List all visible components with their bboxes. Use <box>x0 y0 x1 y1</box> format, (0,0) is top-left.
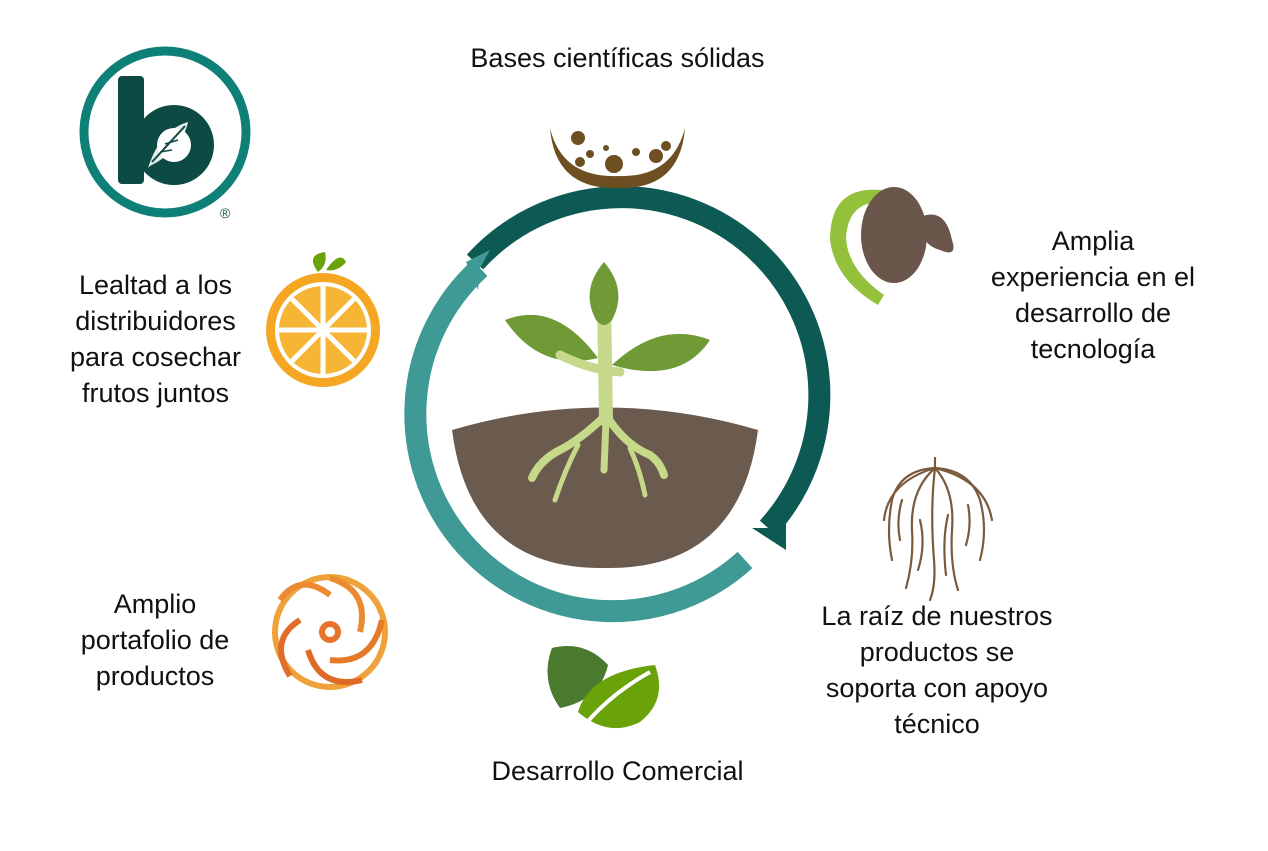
orange-slice-icon <box>266 252 380 387</box>
label-lealtad-distribuidores: Lealtad a los distribuidores para cosech… <box>69 270 242 408</box>
label-desarrollo-comercial: Desarrollo Comercial <box>491 756 744 786</box>
registered-mark: ® <box>220 205 231 221</box>
aperture-flower-icon <box>272 574 388 690</box>
label-portafolio-productos: Amplio portafolio de productos <box>80 589 230 691</box>
label-raiz-productos: La raíz de nuestros productos se soporta… <box>821 601 1053 739</box>
roots-icon <box>882 456 994 602</box>
leaves-icon <box>547 646 660 744</box>
cycle-ring <box>404 186 831 623</box>
label-experiencia-tecnologia: Amplia experiencia en el desarrollo de t… <box>990 226 1196 364</box>
brand-logo <box>79 46 251 218</box>
soil-bowl-icon <box>550 128 685 189</box>
sprout-in-soil-icon <box>452 262 758 569</box>
label-bases-cientificas: Bases científicas sólidas <box>470 43 765 73</box>
seed-sprout-icon <box>830 187 954 305</box>
